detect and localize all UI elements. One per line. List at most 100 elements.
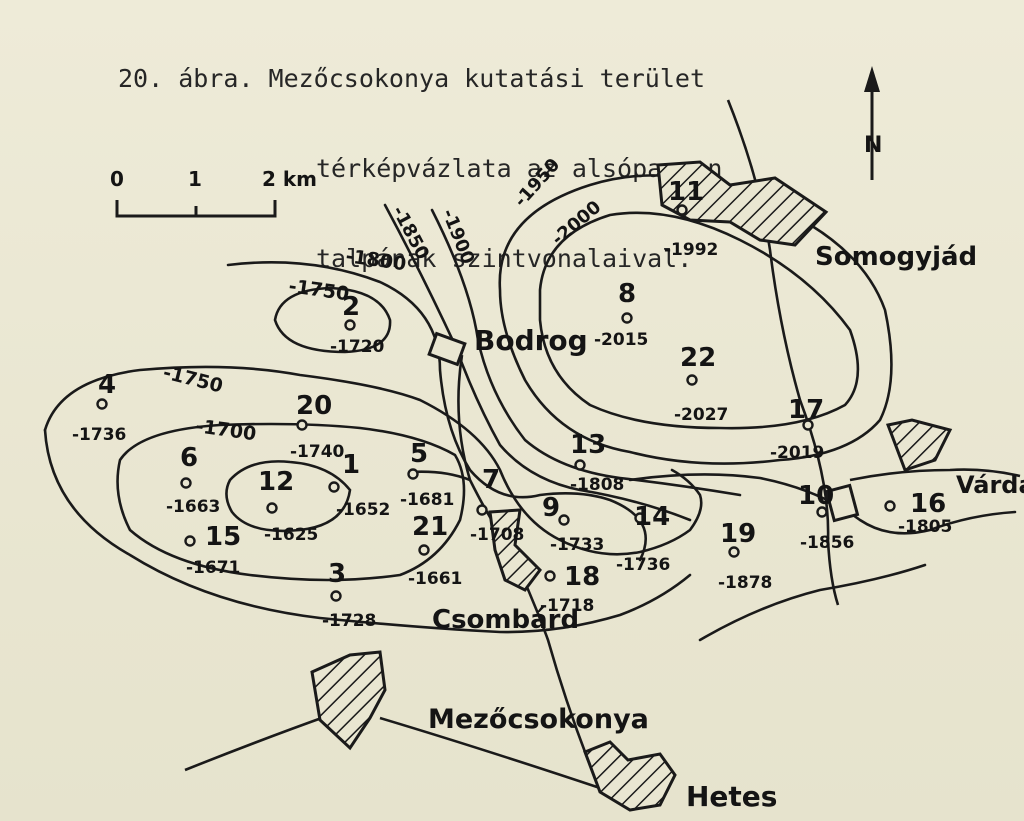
well-marker: [328, 481, 340, 493]
well-16: 16-1805: [884, 489, 952, 537]
well-depth-label: -1681: [400, 490, 454, 510]
well-22: 22-2027: [674, 343, 728, 425]
well-depth-label: -1728: [322, 611, 376, 631]
bodrog-block: [427, 331, 467, 367]
well-id-label: 5: [410, 439, 428, 469]
well-id-label: 11: [668, 177, 704, 207]
well-id-label: 12: [258, 467, 294, 497]
well-4: 4 -1736: [72, 370, 126, 445]
well-marker: [296, 419, 308, 431]
well-10: 10 -1856: [798, 481, 854, 553]
well-3: 3 -1728: [322, 559, 376, 631]
well-5: 5 -1681: [400, 439, 454, 510]
contour-label-2000: -2000: [548, 197, 606, 250]
contour-label-1800: -1800: [344, 245, 407, 275]
well-id-label: 16: [910, 489, 946, 519]
scale-label-0: 0: [110, 167, 124, 191]
well-id-label: 18: [564, 562, 600, 592]
csombard-block: [488, 508, 542, 592]
well-13: 13 -1808: [570, 430, 624, 495]
well-id-label: 1: [342, 450, 360, 480]
well-depth-label: -1625: [264, 525, 318, 545]
well-14: 14 -1736: [616, 502, 670, 575]
well-depth-label: -1992: [664, 240, 718, 260]
well-id-label: 8: [618, 279, 636, 309]
well-depth-label: -1661: [408, 569, 462, 589]
well-marker: [330, 590, 342, 602]
well-marker: [344, 319, 356, 331]
place-bodrog: Bodrog: [474, 324, 588, 357]
scale-label-1: 1: [188, 167, 202, 191]
well-marker: [884, 500, 896, 512]
well-id-label: 4: [98, 370, 116, 400]
well-marker: [816, 506, 828, 518]
well-19: 19-1878: [718, 519, 772, 593]
well-depth-label: -1808: [570, 475, 624, 495]
well-depth-label: -1718: [540, 596, 594, 616]
well-marker: [676, 204, 688, 216]
well-marker: [180, 477, 192, 489]
town-blocks: [310, 160, 953, 812]
well-depth-label: -1736: [616, 555, 670, 575]
well-id-label: 6: [180, 443, 198, 473]
contour-label-1950: -1950: [510, 155, 564, 212]
place-somogyjad: Somogyjád: [815, 242, 977, 272]
well-marker: [574, 459, 586, 471]
scale-bar: 0 1 2 km: [110, 167, 317, 218]
well-marker: [476, 504, 488, 516]
well-marker: [407, 468, 419, 480]
well-marker: [686, 374, 698, 386]
well-marker: [621, 312, 633, 324]
well-18: 18 -1718: [540, 562, 600, 616]
well-8: 8-2015: [594, 279, 648, 350]
well-15: 15 -1671: [184, 522, 241, 578]
well-id-label: 9: [542, 493, 560, 523]
well-marker: [634, 512, 646, 524]
well-id-label: 2: [342, 292, 360, 322]
well-marker: [558, 514, 570, 526]
varda-small-block: [824, 483, 860, 523]
well-6: 6 -1663: [166, 443, 220, 517]
well-21: 21-1661: [408, 512, 462, 589]
well-depth-label: -1856: [800, 533, 854, 553]
place-hetes: Hetes: [686, 780, 777, 813]
well-17: 17-2019: [770, 395, 824, 463]
well-depth-label: -1652: [336, 500, 390, 520]
well-depth-label: -1663: [166, 497, 220, 517]
place-csombard: Csombárd: [432, 605, 579, 635]
well-id-label: 7: [482, 465, 500, 495]
well-id-label: 14: [634, 502, 670, 532]
hetes-block: [583, 740, 677, 812]
caption-line-1: 20. ábra. Mezőcsokonya kutatási terület: [118, 64, 705, 93]
well-7: 7 -1708: [470, 465, 524, 545]
well-id-label: 3: [328, 559, 346, 589]
well-marker: [802, 419, 814, 431]
well-id-label: 20: [296, 391, 332, 421]
place-varda: Várda: [956, 471, 1024, 499]
well-marker: [96, 398, 108, 410]
well-9: 9-1733: [542, 493, 604, 555]
well-marker: [266, 502, 278, 514]
well-12: 12 -1625: [258, 467, 318, 545]
place-mezocsokonya: Mezőcsokonya: [428, 704, 649, 735]
well-2: 2-1720: [330, 292, 385, 357]
well-depth-label: -1671: [186, 558, 240, 578]
well-id-label: 15: [205, 522, 241, 552]
well-depth-label: -1708: [470, 525, 524, 545]
scale-label-2km: 2 km: [262, 167, 317, 191]
well-11: 11 -1992: [664, 177, 718, 260]
contour-label-1700: -1700: [194, 415, 257, 445]
well-id-label: 10: [798, 481, 834, 511]
well-marker: [544, 570, 556, 582]
well-id-label: 13: [570, 430, 606, 460]
north-label: N: [864, 133, 882, 158]
well-depth-label: -1740: [290, 442, 345, 462]
well-id-label: 19: [720, 519, 756, 549]
well-id-label: 22: [680, 343, 716, 373]
well-marker: [728, 546, 740, 558]
well-depth-label: -1736: [72, 425, 126, 445]
well-1: 1 -1652: [328, 450, 390, 520]
well-marker: [184, 535, 196, 547]
